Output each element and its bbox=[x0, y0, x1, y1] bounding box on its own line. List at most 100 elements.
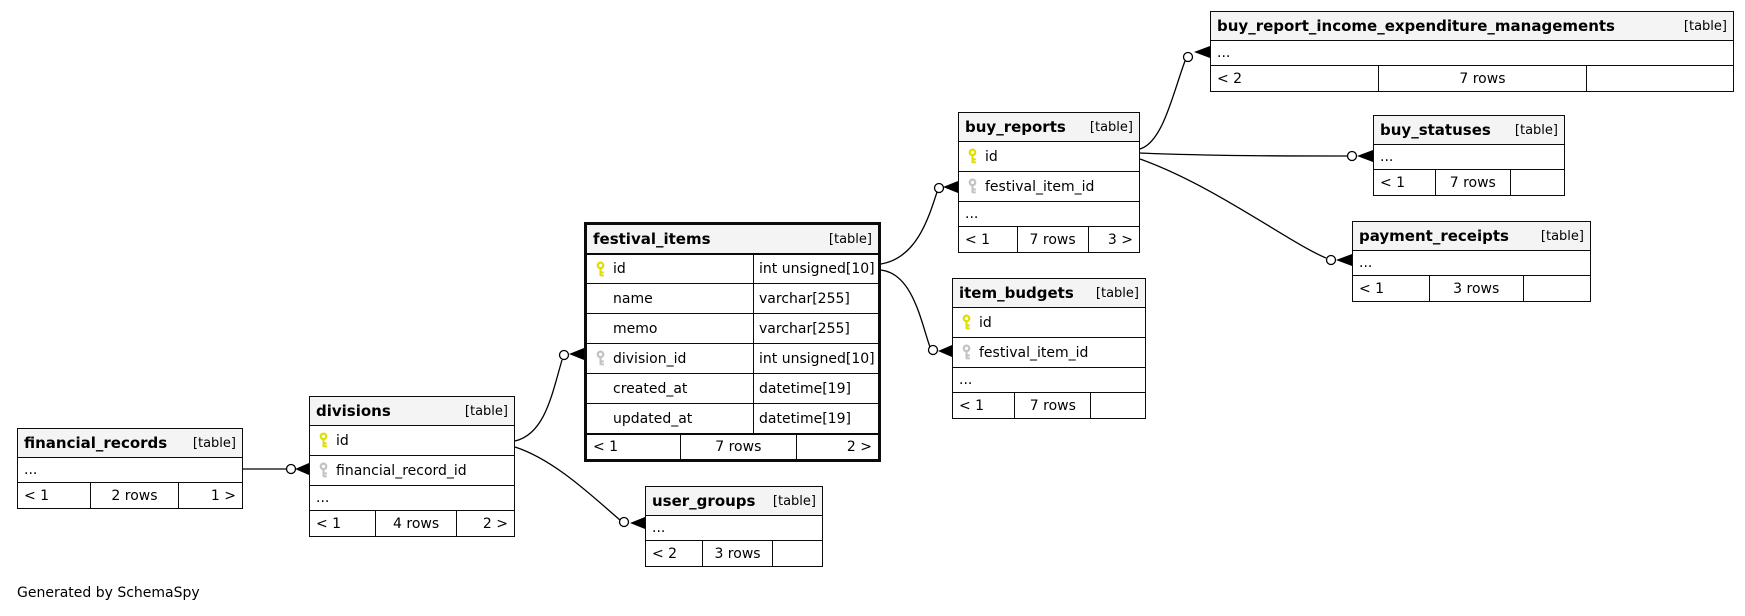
paginate-prev[interactable]: < 1 bbox=[316, 515, 342, 532]
table-type-tag: [table] bbox=[192, 435, 236, 451]
table-title[interactable]: item_budgets bbox=[959, 284, 1074, 302]
column-row: festival_item_id bbox=[953, 337, 1145, 367]
paginate-prev[interactable]: < 2 bbox=[652, 545, 678, 562]
table-footer: < 1 7 rows 2 > bbox=[587, 433, 878, 459]
paginate-next[interactable]: 3 > bbox=[1107, 231, 1133, 248]
column-name: id bbox=[985, 148, 998, 165]
table-header: payment_receipts [table] bbox=[1353, 222, 1590, 250]
column-row: division_id int unsigned[10] bbox=[587, 343, 878, 373]
row-count: 4 rows bbox=[375, 511, 457, 536]
paginate-prev[interactable]: < 1 bbox=[593, 439, 619, 455]
connector-circle bbox=[927, 344, 939, 356]
table-title[interactable]: buy_report_income_expenditure_management… bbox=[1217, 17, 1615, 35]
table-footer: < 1 3 rows bbox=[1353, 275, 1590, 301]
column-name: id bbox=[613, 261, 626, 277]
column-name: id bbox=[979, 314, 992, 331]
connector-circle bbox=[1346, 150, 1358, 162]
relationship-financial_records-divisions bbox=[243, 463, 309, 475]
ellipsis-row: ... bbox=[1353, 250, 1590, 275]
paginate-prev[interactable]: < 1 bbox=[959, 397, 985, 414]
foreign-key-icon bbox=[587, 350, 613, 367]
connector-circle bbox=[558, 349, 570, 361]
relationship-buy_reports-payment_receipts bbox=[1139, 158, 1352, 266]
table-type-tag: [table] bbox=[464, 403, 508, 419]
ellipsis-row: ... bbox=[959, 201, 1139, 226]
table-type-tag: [table] bbox=[772, 493, 816, 509]
table-header: buy_reports [table] bbox=[959, 113, 1139, 141]
crow-foot-arrow bbox=[630, 517, 645, 529]
table-user_groups[interactable]: user_groups [table] ... < 2 3 rows bbox=[645, 486, 823, 567]
paginate-next[interactable]: 1 > bbox=[210, 487, 236, 504]
crow-foot-arrow bbox=[1357, 150, 1373, 162]
table-buy_report_income_expenditure_managements[interactable]: buy_report_income_expenditure_management… bbox=[1210, 11, 1734, 92]
table-type-tag: [table] bbox=[1514, 122, 1558, 138]
paginate-prev[interactable]: < 1 bbox=[1359, 280, 1385, 297]
table-divisions[interactable]: divisions [table] id financial_record_id… bbox=[309, 396, 515, 537]
crow-foot-arrow bbox=[938, 345, 952, 357]
table-payment_receipts[interactable]: payment_receipts [table] ... < 1 3 rows bbox=[1352, 221, 1591, 302]
table-festival_items[interactable]: festival_items [table] id int unsigned[1… bbox=[584, 222, 881, 462]
column-type: datetime[19] bbox=[759, 380, 851, 397]
relationship-buy_reports-buy_report_income_expenditure_managements bbox=[1139, 46, 1210, 150]
connector-circle bbox=[933, 182, 945, 194]
table-title[interactable]: divisions bbox=[316, 402, 391, 420]
row-count: 7 rows bbox=[1434, 170, 1511, 195]
table-financial_records[interactable]: financial_records [table] ... < 1 2 rows… bbox=[17, 428, 243, 509]
table-header: user_groups [table] bbox=[646, 487, 822, 515]
table-title[interactable]: user_groups bbox=[652, 492, 756, 510]
table-title[interactable]: buy_reports bbox=[965, 118, 1066, 136]
paginate-next[interactable]: 2 > bbox=[846, 439, 872, 455]
table-title[interactable]: festival_items bbox=[593, 230, 711, 248]
connector-circle bbox=[1182, 51, 1194, 63]
foreign-key-icon bbox=[959, 178, 985, 195]
table-type-tag: [table] bbox=[828, 231, 872, 247]
table-item_budgets[interactable]: item_budgets [table] id festival_item_id… bbox=[952, 278, 1146, 419]
table-type-tag: [table] bbox=[1540, 228, 1584, 244]
column-name: name bbox=[613, 290, 653, 307]
column-type: int unsigned[10] bbox=[759, 261, 875, 277]
column-row: memo varchar[255] bbox=[587, 313, 878, 343]
paginate-prev[interactable]: < 1 bbox=[1380, 174, 1406, 191]
foreign-key-icon bbox=[953, 344, 979, 361]
column-row: created_at datetime[19] bbox=[587, 373, 878, 403]
column-row: updated_at datetime[19] bbox=[587, 403, 878, 433]
relationship-festival_items-buy_reports bbox=[880, 181, 958, 265]
column-row: id bbox=[953, 307, 1145, 337]
row-count: 7 rows bbox=[1378, 66, 1587, 91]
primary-key-icon bbox=[959, 148, 985, 165]
column-name: festival_item_id bbox=[979, 344, 1089, 361]
paginate-prev[interactable]: < 2 bbox=[1217, 70, 1243, 87]
row-count: 7 rows bbox=[680, 435, 797, 459]
table-footer: < 1 2 rows 1 > bbox=[18, 482, 242, 508]
paginate-prev[interactable]: < 1 bbox=[965, 231, 991, 248]
paginate-prev[interactable]: < 1 bbox=[24, 487, 50, 504]
column-row: financial_record_id bbox=[310, 455, 514, 485]
connector-circle bbox=[285, 463, 297, 475]
table-header: buy_statuses [table] bbox=[1374, 116, 1564, 144]
table-type-tag: [table] bbox=[1683, 18, 1727, 34]
table-header: festival_items [table] bbox=[587, 225, 878, 253]
relationship-festival_items-item_budgets bbox=[880, 269, 952, 357]
table-title[interactable]: financial_records bbox=[24, 434, 168, 452]
table-title[interactable]: payment_receipts bbox=[1359, 227, 1509, 245]
ellipsis-row: ... bbox=[310, 485, 514, 510]
paginate-next[interactable]: 2 > bbox=[482, 515, 508, 532]
table-header: item_budgets [table] bbox=[953, 279, 1145, 307]
table-title[interactable]: buy_statuses bbox=[1380, 121, 1491, 139]
crow-foot-arrow bbox=[943, 181, 958, 193]
column-type: int unsigned[10] bbox=[759, 350, 875, 367]
crow-foot-arrow bbox=[1336, 254, 1352, 266]
column-row: festival_item_id bbox=[959, 171, 1139, 201]
row-count: 7 rows bbox=[1016, 227, 1089, 252]
table-footer: < 1 7 rows bbox=[953, 392, 1145, 418]
row-count: 7 rows bbox=[1014, 393, 1092, 418]
crow-foot-arrow bbox=[1194, 46, 1210, 58]
table-buy_reports[interactable]: buy_reports [table] id festival_item_id … bbox=[958, 112, 1140, 253]
column-row: id bbox=[959, 141, 1139, 171]
relationship-divisions-user_groups bbox=[514, 446, 645, 529]
table-buy_statuses[interactable]: buy_statuses [table] ... < 1 7 rows bbox=[1373, 115, 1565, 196]
ellipsis-row: ... bbox=[646, 515, 822, 540]
ellipsis-row: ... bbox=[1374, 144, 1564, 169]
